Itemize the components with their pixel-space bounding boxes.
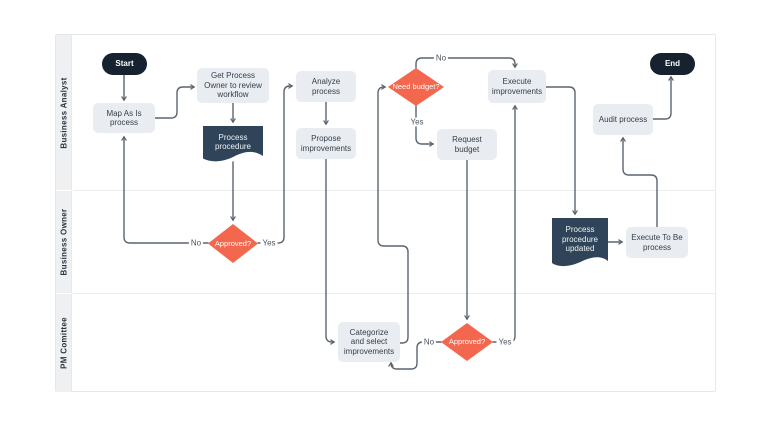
node-label: Process procedure xyxy=(214,132,252,152)
node-label: Need budget? xyxy=(392,82,440,92)
lane-label: PM Comittee xyxy=(59,317,68,369)
node-map-as-is-process[interactable]: Map As Is process xyxy=(93,103,155,133)
node-label: Audit process xyxy=(598,114,648,124)
edge-label-approved-pm-yes: Yes xyxy=(496,337,514,347)
node-label: Approved? xyxy=(214,238,252,248)
edge-label-need-budget-no: No xyxy=(433,53,449,63)
node-start[interactable]: Start xyxy=(102,53,147,75)
node-analyze-process[interactable]: Analyze process xyxy=(296,71,356,102)
node-end[interactable]: End xyxy=(650,53,695,75)
lane-business-owner: Business Owner xyxy=(56,191,72,293)
node-label: Propose improvements xyxy=(300,134,352,153)
node-label: Approved? xyxy=(448,337,486,347)
edge-label-approved-owner-yes: Yes xyxy=(260,238,278,248)
node-get-process-owner[interactable]: Get Process Owner to review workflow xyxy=(197,68,269,103)
node-label: Categorize and select improvements xyxy=(343,327,395,356)
node-execute-improvements[interactable]: Execute improvements xyxy=(488,70,546,103)
node-execute-to-be-process[interactable]: Execute To Be process xyxy=(626,227,688,258)
node-categorize-select-improvements[interactable]: Categorize and select improvements xyxy=(338,322,400,362)
node-request-budget[interactable]: Request budget xyxy=(437,129,497,160)
node-approved-pm-decision[interactable]: Approved? xyxy=(441,323,493,361)
node-label: Process procedure updated xyxy=(561,225,599,254)
node-label: End xyxy=(664,59,681,69)
node-label: Start xyxy=(115,59,134,69)
node-label: Execute To Be process xyxy=(631,233,683,252)
node-audit-process[interactable]: Audit process xyxy=(593,104,653,135)
lane-label: Business Owner xyxy=(59,208,68,276)
node-approved-owner-decision[interactable]: Approved? xyxy=(208,224,258,263)
edge-label-approved-pm-no: No xyxy=(421,337,437,347)
lane-pm-comittee: PM Comittee xyxy=(56,294,72,392)
edge-label-approved-owner-no: No xyxy=(188,238,204,248)
node-need-budget-decision[interactable]: Need budget? xyxy=(388,68,444,106)
node-label: Analyze process xyxy=(311,77,341,96)
node-label: Map As Is process xyxy=(106,108,142,128)
node-propose-improvements[interactable]: Propose improvements xyxy=(296,128,356,159)
node-label: Execute improvements xyxy=(491,77,543,96)
lane-divider xyxy=(73,293,716,294)
lane-business-analyst: Business Analyst xyxy=(56,35,72,190)
node-label: Get Process Owner to review workflow xyxy=(204,71,262,100)
node-label: Request budget xyxy=(452,135,482,154)
node-process-procedure-document[interactable]: Process procedure xyxy=(203,126,263,163)
edge-label-need-budget-yes: Yes xyxy=(408,117,426,127)
lane-label: Business Analyst xyxy=(59,76,68,149)
lane-divider xyxy=(73,190,716,191)
node-process-procedure-updated-document[interactable]: Process procedure updated xyxy=(552,218,608,268)
